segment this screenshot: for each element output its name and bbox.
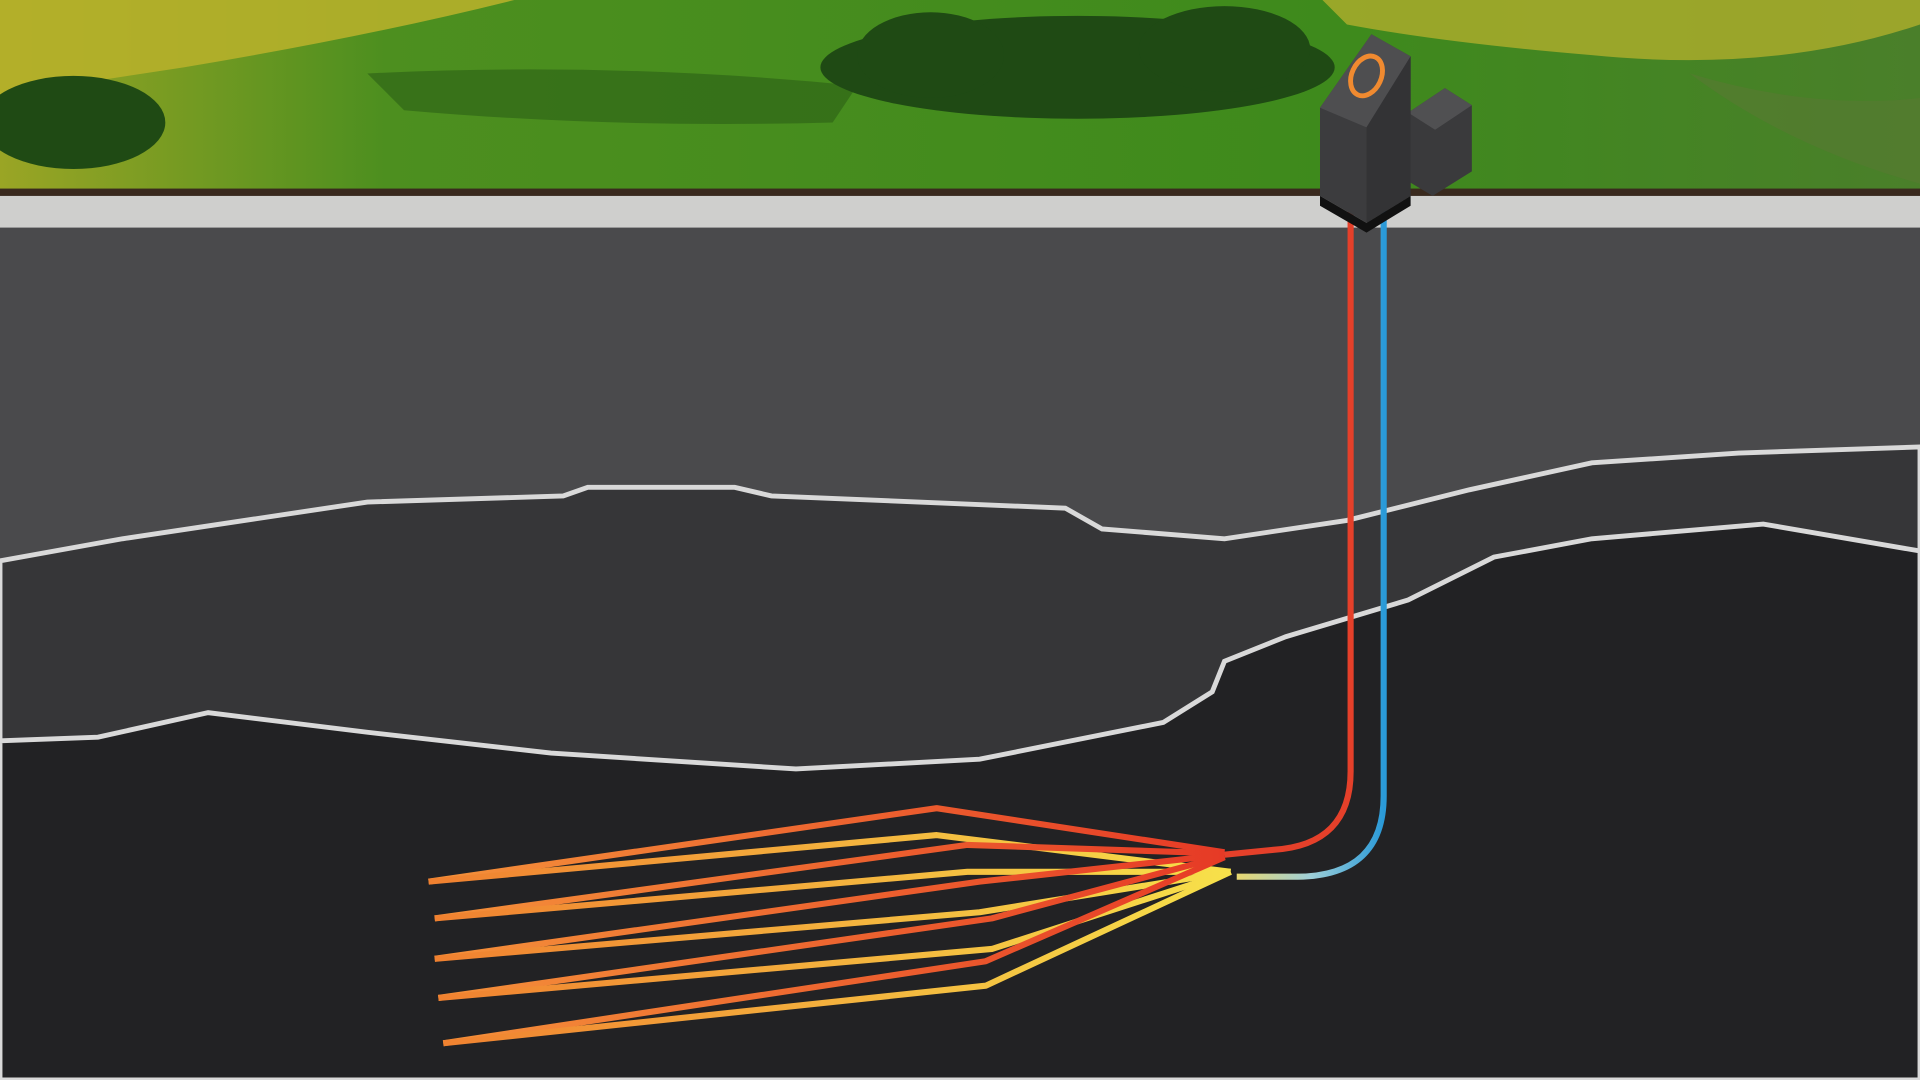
- lateral-hot-3: [434, 851, 1225, 962]
- lateral-hot-2: [434, 841, 1225, 922]
- ground-band: [0, 195, 1920, 228]
- soil-line: [0, 188, 1920, 196]
- tree-cluster: [0, 6, 1335, 169]
- ring-logo-icon: [1348, 53, 1385, 99]
- lateral-hot-4: [437, 852, 1226, 1001]
- cold-pipe: [1236, 210, 1387, 880]
- lateral-warm-5: [442, 869, 1232, 1047]
- lateral-warm-2: [434, 868, 1231, 922]
- geothermal-plant-icon: [1320, 34, 1472, 233]
- lateral-warm-1: [428, 832, 1231, 885]
- lateral-hot-1: [428, 805, 1225, 885]
- rock-layer-lower: [0, 521, 1920, 1080]
- lateral-hot-5: [442, 854, 1226, 1047]
- lateral-warm-3: [434, 868, 1232, 962]
- hot-pipe: [1224, 210, 1354, 858]
- lateral-wells: [428, 805, 1232, 1047]
- lateral-warm-4: [438, 868, 1232, 1002]
